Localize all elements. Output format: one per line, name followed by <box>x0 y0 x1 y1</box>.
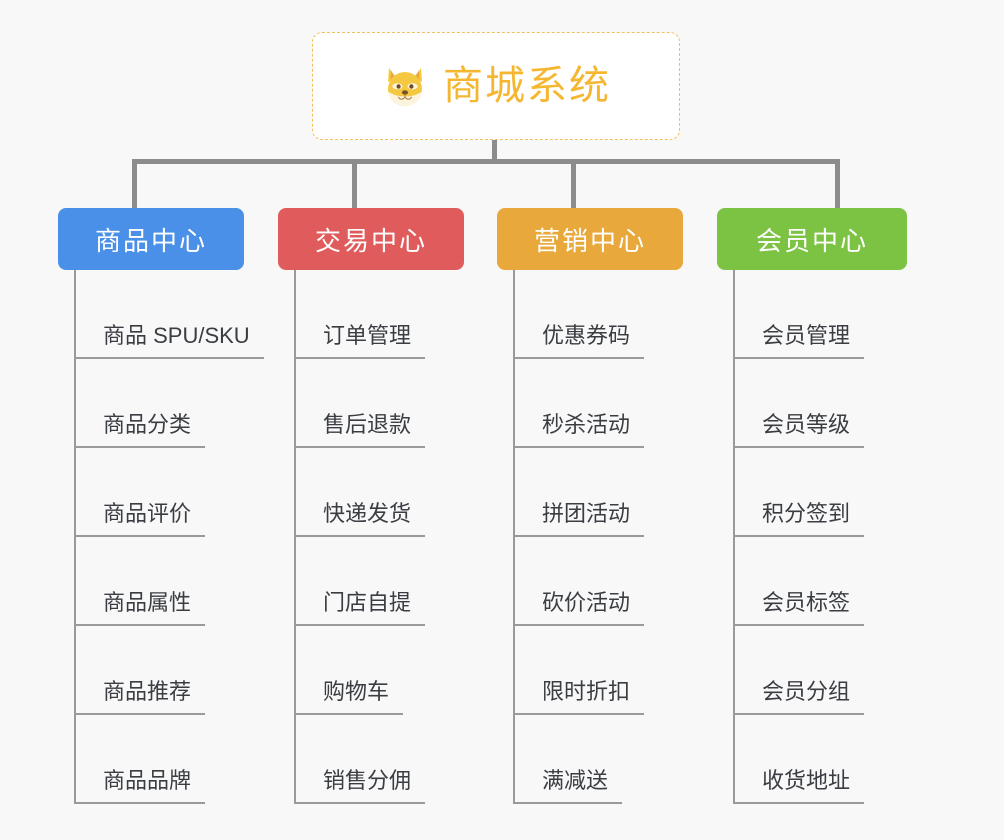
branch-column-2: 营销中心 优惠券码 秒杀活动 拼团活动 砍价活动 限时折扣 满减送 <box>497 208 733 804</box>
leaf-label: 会员分组 <box>734 679 865 715</box>
branch-column-1: 交易中心 订单管理 售后退款 快递发货 门店自提 购物车 销售分佣 <box>278 208 514 804</box>
leaf-label: 销售分佣 <box>295 768 426 804</box>
leaf-label: 商品分类 <box>75 412 206 448</box>
branch-spine-2 <box>513 270 515 804</box>
leaf-item[interactable]: 商品推荐 <box>75 626 206 715</box>
leaf-item[interactable]: 积分签到 <box>734 448 865 537</box>
leaf-item[interactable]: 购物车 <box>295 626 404 715</box>
leaf-label: 购物车 <box>295 679 404 715</box>
branch-column-3: 会员中心 会员管理 会员等级 积分签到 会员标签 会员分组 收货地址 <box>717 208 953 804</box>
leaf-item[interactable]: 满减送 <box>514 715 623 804</box>
leaf-item[interactable]: 砍价活动 <box>514 537 645 626</box>
shiba-dog-face-icon <box>381 62 429 110</box>
leaf-item[interactable]: 门店自提 <box>295 537 426 626</box>
leaf-item[interactable]: 销售分佣 <box>295 715 426 804</box>
leaf-item[interactable]: 会员分组 <box>734 626 865 715</box>
branch-spine-1 <box>294 270 296 804</box>
leaf-item[interactable]: 商品品牌 <box>75 715 206 804</box>
branch-spine-0 <box>74 270 76 804</box>
leaf-label: 收货地址 <box>734 768 865 804</box>
connector-bar <box>132 159 840 164</box>
root-node[interactable]: 商城系统 <box>312 32 680 140</box>
leaf-item[interactable]: 商品 SPU/SKU <box>75 270 264 359</box>
leaf-label: 商品属性 <box>75 590 206 626</box>
connector-stem <box>492 140 497 162</box>
leaf-label: 订单管理 <box>295 323 426 359</box>
branch-spine-3 <box>733 270 735 804</box>
category-header-3[interactable]: 会员中心 <box>717 208 907 270</box>
leaf-list-3: 会员管理 会员等级 积分签到 会员标签 会员分组 收货地址 <box>717 270 953 804</box>
connector-drop-1 <box>352 159 357 208</box>
leaf-label: 会员管理 <box>734 323 865 359</box>
leaf-item[interactable]: 收货地址 <box>734 715 865 804</box>
leaf-label: 商品 SPU/SKU <box>75 323 264 359</box>
leaf-label: 会员等级 <box>734 412 865 448</box>
leaf-item[interactable]: 秒杀活动 <box>514 359 645 448</box>
leaf-item[interactable]: 快递发货 <box>295 448 426 537</box>
leaf-item[interactable]: 商品分类 <box>75 359 206 448</box>
leaf-label: 会员标签 <box>734 590 865 626</box>
leaf-label: 积分签到 <box>734 501 865 537</box>
leaf-label: 秒杀活动 <box>514 412 645 448</box>
connector-drop-3 <box>835 159 840 208</box>
connector-drop-0 <box>132 159 137 208</box>
connector-drop-2 <box>571 159 576 208</box>
leaf-item[interactable]: 售后退款 <box>295 359 426 448</box>
category-header-0[interactable]: 商品中心 <box>58 208 244 270</box>
leaf-item[interactable]: 商品属性 <box>75 537 206 626</box>
leaf-list-0: 商品 SPU/SKU 商品分类 商品评价 商品属性 商品推荐 商品品牌 <box>58 270 294 804</box>
leaf-label: 砍价活动 <box>514 590 645 626</box>
leaf-label: 商品品牌 <box>75 768 206 804</box>
leaf-item[interactable]: 限时折扣 <box>514 626 645 715</box>
leaf-label: 商品评价 <box>75 501 206 537</box>
leaf-label: 门店自提 <box>295 590 426 626</box>
leaf-item[interactable]: 会员等级 <box>734 359 865 448</box>
leaf-label: 售后退款 <box>295 412 426 448</box>
leaf-label: 拼团活动 <box>514 501 645 537</box>
leaf-list-1: 订单管理 售后退款 快递发货 门店自提 购物车 销售分佣 <box>278 270 514 804</box>
root-title: 商城系统 <box>443 64 611 108</box>
leaf-label: 优惠券码 <box>514 323 645 359</box>
leaf-item[interactable]: 订单管理 <box>295 270 426 359</box>
leaf-item[interactable]: 会员标签 <box>734 537 865 626</box>
leaf-item[interactable]: 商品评价 <box>75 448 206 537</box>
leaf-label: 满减送 <box>514 768 623 804</box>
leaf-item[interactable]: 优惠券码 <box>514 270 645 359</box>
category-header-2[interactable]: 营销中心 <box>497 208 683 270</box>
leaf-item[interactable]: 拼团活动 <box>514 448 645 537</box>
branch-column-0: 商品中心 商品 SPU/SKU 商品分类 商品评价 商品属性 商品推荐 商品品牌 <box>58 208 294 804</box>
leaf-label: 商品推荐 <box>75 679 206 715</box>
leaf-label: 限时折扣 <box>514 679 645 715</box>
leaf-list-2: 优惠券码 秒杀活动 拼团活动 砍价活动 限时折扣 满减送 <box>497 270 733 804</box>
leaf-item[interactable]: 会员管理 <box>734 270 865 359</box>
leaf-label: 快递发货 <box>295 501 426 537</box>
category-header-1[interactable]: 交易中心 <box>278 208 464 270</box>
